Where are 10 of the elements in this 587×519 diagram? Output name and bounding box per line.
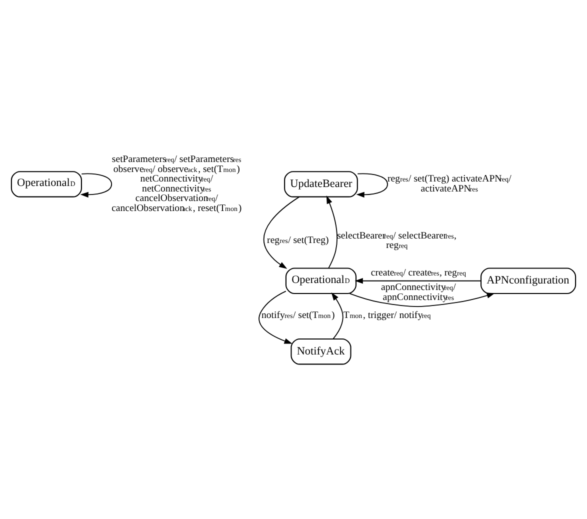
node-box: NotifyAck [290, 338, 352, 365]
arrow [258, 290, 292, 344]
node-box: UpdateBearer [284, 171, 358, 198]
arrow [80, 173, 112, 198]
arrow [331, 292, 344, 340]
node-box: APNconfiguration [480, 268, 576, 294]
arrow [263, 196, 300, 269]
arrow [326, 196, 338, 268]
arrow [354, 278, 482, 284]
arrow [356, 173, 388, 198]
